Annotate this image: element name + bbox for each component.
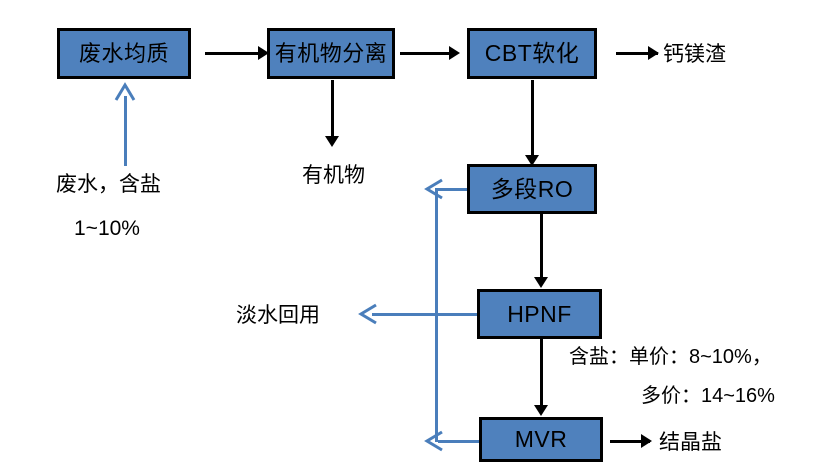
flow-line-hpnf-to-mvr bbox=[540, 339, 543, 407]
label-salinity-line1: 含盐：单价：8~10%， bbox=[569, 346, 772, 368]
label-salinity-line2: 多价：14~16% bbox=[641, 385, 775, 407]
arrowhead-organic-to-organics-out bbox=[325, 136, 339, 147]
node-cbt-soften[interactable]: CBT软化 bbox=[467, 28, 597, 79]
node-feed-homogenize[interactable]: 废水均质 bbox=[57, 28, 191, 79]
node-organic-separate[interactable]: 有机物分离 bbox=[267, 28, 395, 79]
arrowhead-mvr-to-salt bbox=[641, 434, 652, 448]
flow-line-feed-to-organic bbox=[205, 52, 260, 55]
label-organics-out: 有机物 bbox=[302, 164, 365, 187]
node-mvr[interactable]: MVR bbox=[479, 417, 603, 462]
flow-line-hpnf-to-reuse bbox=[372, 313, 480, 316]
label-ca-mg-residue: 钙镁渣 bbox=[663, 43, 726, 66]
flow-line-influent-to-feed bbox=[124, 96, 127, 166]
flow-line-cbt-to-ro bbox=[531, 80, 534, 158]
flow-line-organic-to-cbt bbox=[400, 52, 450, 55]
flow-line-mvr-to-recycle bbox=[438, 440, 482, 443]
flow-line-mvr-to-salt bbox=[610, 440, 650, 443]
label-influent-line1: 废水，含盐 bbox=[56, 173, 161, 196]
node-hpnf[interactable]: HPNF bbox=[477, 289, 602, 339]
flow-line-ro-to-hpnf bbox=[540, 214, 543, 278]
label-fresh-water-reuse: 淡水回用 bbox=[236, 304, 320, 327]
node-multi-stage-ro[interactable]: 多段RO bbox=[467, 164, 597, 214]
arrowhead-feed-to-organic bbox=[258, 46, 269, 60]
flow-line-cbt-to-residue bbox=[616, 52, 658, 55]
arrowhead-hpnf-to-mvr bbox=[534, 405, 548, 416]
arrowhead-cbt-to-ro bbox=[525, 155, 539, 166]
arrowhead-hpnf-to-reuse bbox=[358, 302, 378, 326]
arrowhead-mvr-to-recycle bbox=[424, 429, 444, 453]
flow-line-organic-to-organics-out bbox=[331, 80, 334, 138]
flow-line-ro-to-recycle bbox=[438, 188, 470, 191]
arrowhead-ro-to-hpnf bbox=[534, 277, 548, 288]
arrowhead-influent-to-feed bbox=[113, 82, 137, 102]
arrowhead-organic-to-cbt bbox=[449, 46, 460, 60]
label-influent-line2: 1~10% bbox=[74, 217, 140, 240]
arrowhead-ro-to-recycle bbox=[424, 177, 444, 201]
label-crystal-salt: 结晶盐 bbox=[659, 431, 722, 454]
arrowhead-cbt-to-residue bbox=[648, 46, 659, 60]
